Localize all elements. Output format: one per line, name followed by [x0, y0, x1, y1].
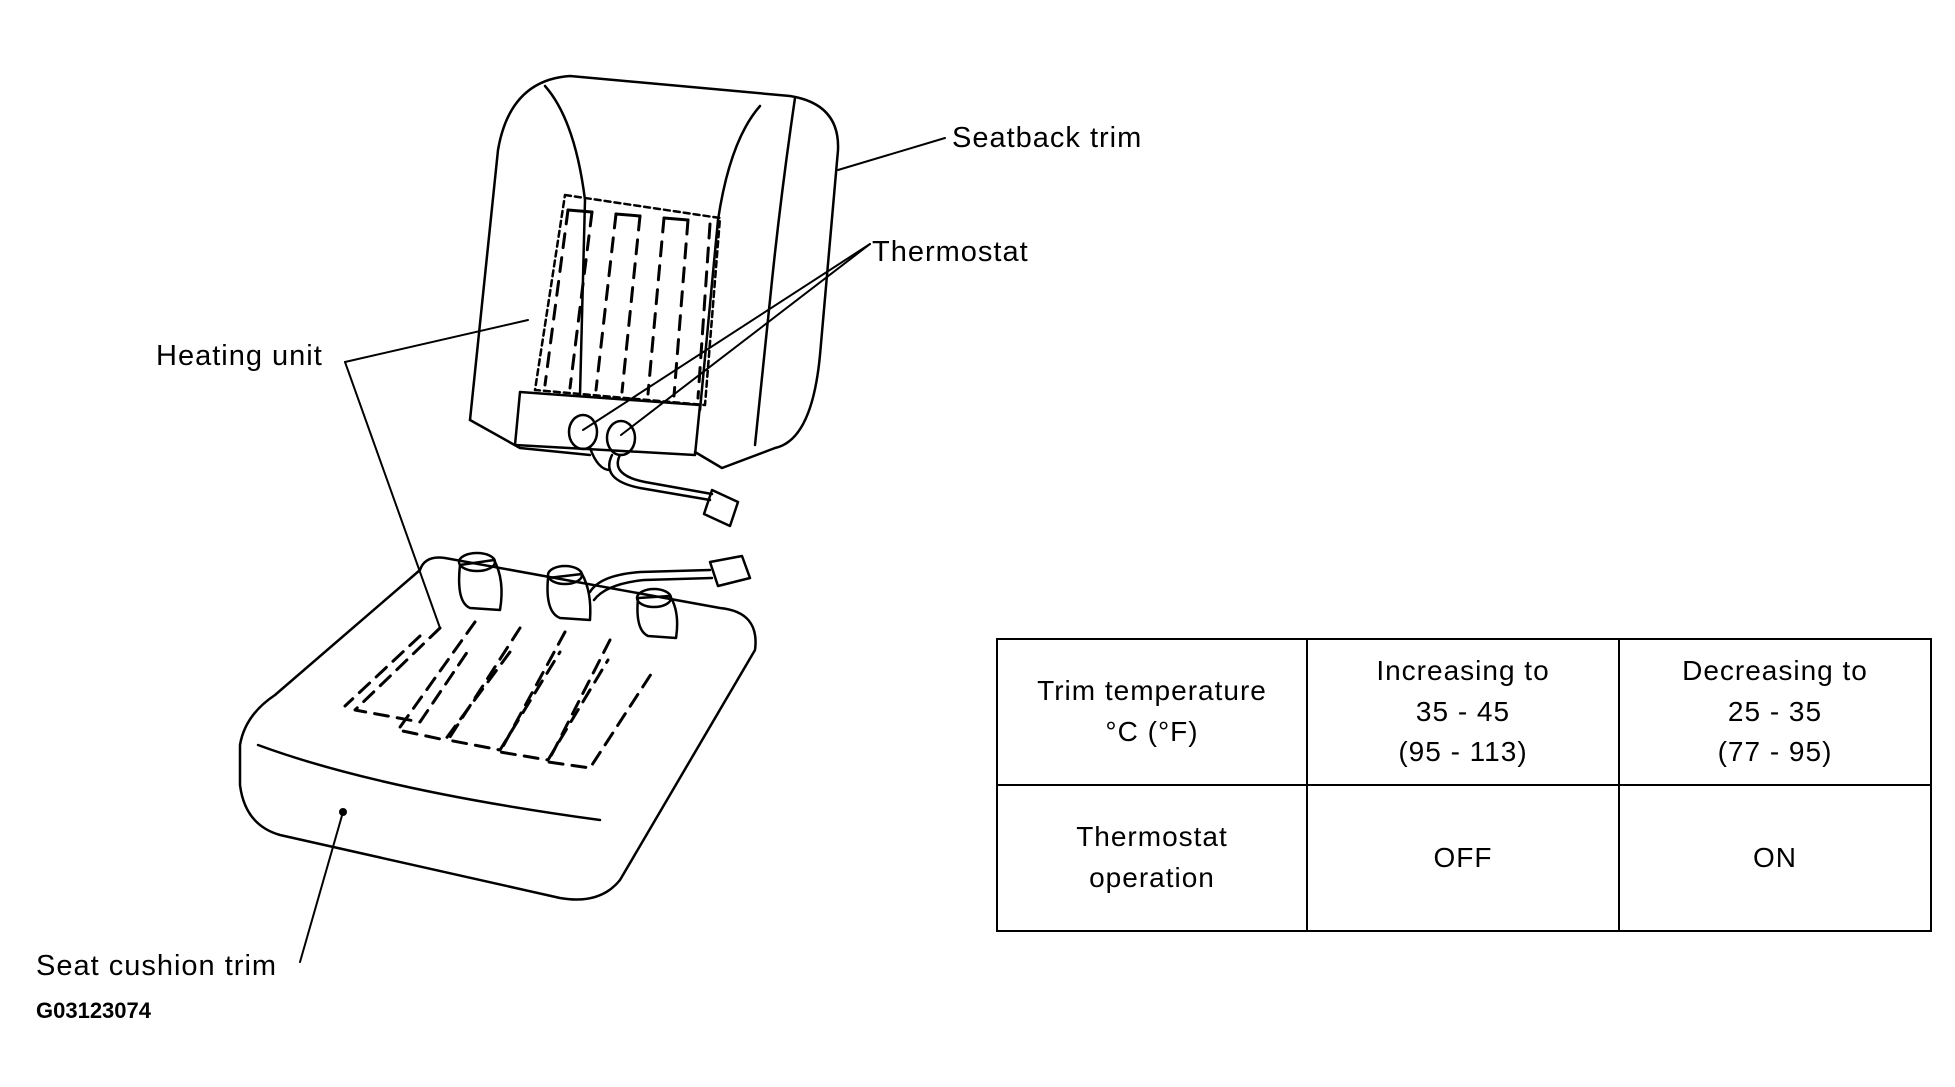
cell-decreasing: Decreasing to 25 - 35 (77 - 95): [1618, 638, 1932, 786]
cell-thermostat-operation: Thermostat operation: [996, 784, 1308, 932]
seatback-harness: [608, 453, 740, 528]
cushion-trim-dot: [339, 808, 347, 816]
cell-off: OFF: [1306, 784, 1620, 932]
seat-cushion-drawing: [238, 551, 757, 901]
leader-lines: [299, 137, 946, 963]
cell-increasing: Increasing to 35 - 45 (95 - 113): [1306, 638, 1620, 786]
cell-on: ON: [1618, 784, 1932, 932]
table-row: Thermostat operation OFF ON: [996, 784, 1932, 932]
label-heating-unit: Heating unit: [156, 340, 323, 372]
seatback-drawing: [468, 74, 840, 470]
seatback-heating-wires: [543, 208, 712, 400]
figure-code: G03123074: [36, 998, 151, 1023]
label-seat-cushion-trim: Seat cushion trim: [36, 950, 278, 982]
thermostat-spec-table: Trim temperature °C (°F) Increasing to 3…: [996, 638, 1932, 932]
table-row: Trim temperature °C (°F) Increasing to 3…: [996, 638, 1932, 786]
label-thermostat: Thermostat: [872, 236, 1029, 268]
cell-trim-temperature: Trim temperature °C (°F): [996, 638, 1308, 786]
thermostat-discs: [567, 413, 637, 472]
cushion-heating-wires: [343, 620, 657, 770]
label-seatback-trim: Seatback trim: [952, 122, 1143, 154]
